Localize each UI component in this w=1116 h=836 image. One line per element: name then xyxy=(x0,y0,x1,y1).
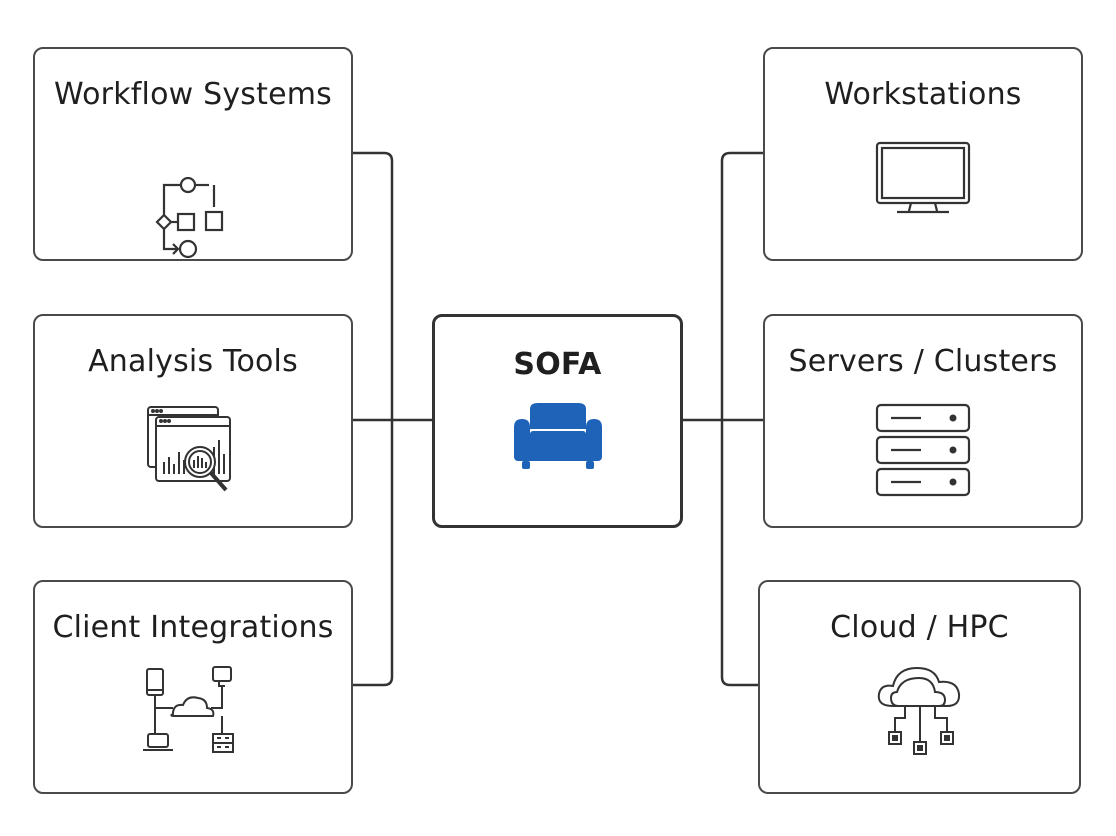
node-cloud-hpc: Cloud / HPC xyxy=(758,580,1081,794)
node-workflow-systems: Workflow Systems xyxy=(33,47,353,261)
node-workstations: Workstations xyxy=(763,47,1083,261)
center-title: SOFA xyxy=(513,347,602,382)
node-label: Servers / Clusters xyxy=(788,344,1058,379)
node-sofa: SOFA xyxy=(432,314,683,528)
node-servers-clusters: Servers / Clusters xyxy=(763,314,1083,528)
node-label: Client Integrations xyxy=(52,610,334,645)
server-rack-icon xyxy=(875,403,971,497)
monitor-icon xyxy=(875,141,971,214)
node-label: Workflow Systems xyxy=(54,77,332,112)
cloud-network-icon xyxy=(877,666,960,755)
analysis-chart-magnifier-icon xyxy=(147,406,231,492)
node-label: Workstations xyxy=(824,77,1022,112)
workflow-icon xyxy=(155,177,224,259)
sofa-icon xyxy=(513,403,602,469)
client-network-cloud-icon xyxy=(143,666,234,753)
node-label: Analysis Tools xyxy=(88,344,298,379)
node-client-integrations: Client Integrations xyxy=(33,580,353,794)
node-analysis-tools: Analysis Tools xyxy=(33,314,353,528)
node-label: Cloud / HPC xyxy=(830,610,1009,645)
